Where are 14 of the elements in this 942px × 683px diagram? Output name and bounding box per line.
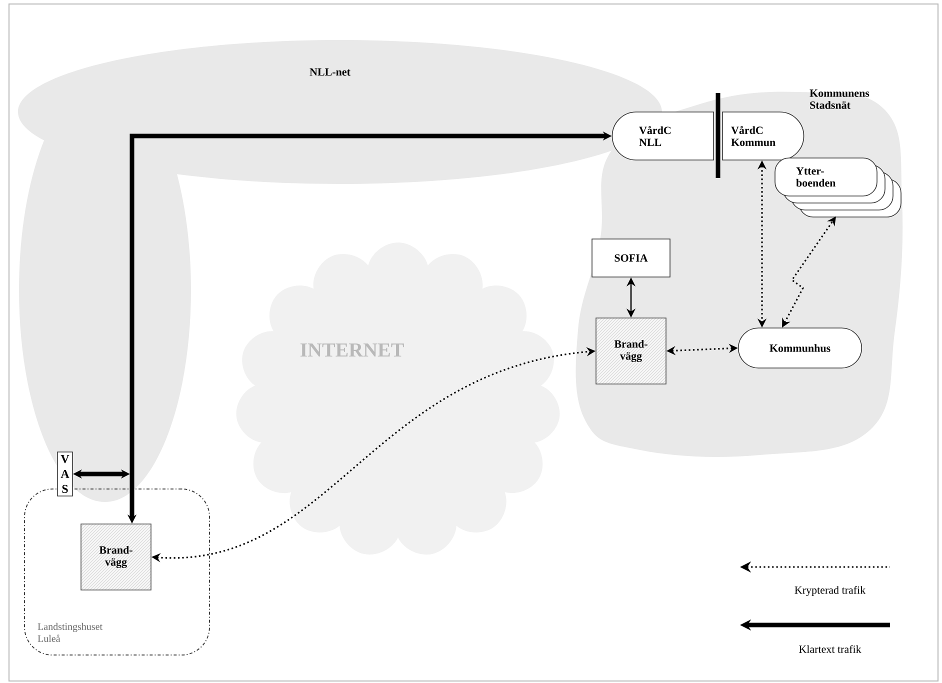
legend-label: Klartext trafik	[799, 645, 862, 653]
legend-label: Krypterad trafik	[794, 586, 866, 596]
stacked-pill-boxes: Ytter-boenden	[774, 158, 902, 218]
pill-box: VårdC NLL	[612, 112, 714, 160]
vas-box: V A S	[57, 452, 73, 496]
process-box: SOFIA	[592, 238, 670, 278]
pill-box: VårdC Kommun	[722, 112, 804, 160]
node-label: Ytter-	[796, 167, 824, 175]
pill-box: Kommunhus	[738, 328, 862, 368]
firewall-box: Brand-vägg	[80, 524, 152, 590]
region-label: Kommunens Stadsnät	[810, 90, 870, 109]
cloud-label: INTERNET	[300, 343, 404, 357]
region-label: NLL-net	[310, 68, 350, 76]
firewall-box: Brand-vägg	[596, 318, 666, 384]
